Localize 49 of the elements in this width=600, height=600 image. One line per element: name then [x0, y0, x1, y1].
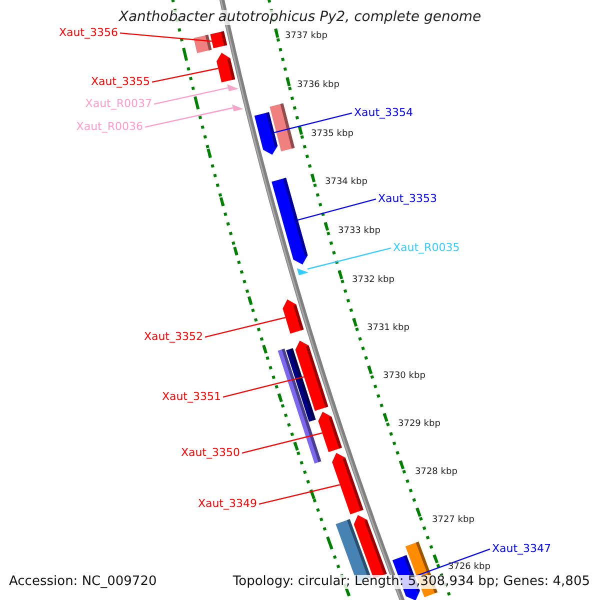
leader-line [297, 198, 376, 221]
gene-label: Xaut_3355 [90, 76, 150, 88]
leader-line [120, 32, 212, 42]
scale-label: 3733 kbp [338, 227, 380, 237]
leader-line [258, 484, 340, 505]
leader-line [144, 107, 233, 128]
genome-info-text: Topology: circular; Length: 5,308,934 bp; Genes: 4,805 [230, 575, 592, 590]
leader-line [242, 432, 322, 454]
scale-label: 3732 kbp [352, 276, 394, 286]
gene-block [296, 268, 308, 276]
gene-label: Xaut_3353 [378, 193, 438, 206]
gene-label: Xaut_3347 [492, 543, 552, 556]
accession-text: Accession: NC_009720 [7, 575, 159, 590]
scale-label: 3729 kbp [398, 420, 440, 430]
scale-label: 3737 kbp [285, 32, 328, 42]
gene-block [227, 84, 238, 92]
gene-label: Xaut_3354 [354, 107, 414, 120]
scale-label: 3734 kbp [325, 178, 368, 188]
gene-block [194, 34, 212, 54]
leader-line [152, 68, 218, 83]
gene-label: Xaut_R0035 [393, 242, 460, 254]
gene-block [210, 31, 228, 48]
leader-line [154, 87, 228, 105]
scale-label: 3730 kbp [383, 372, 426, 382]
gene-block [286, 348, 316, 422]
gene-label: Xaut_R0037 [85, 98, 152, 110]
gene-label: Xaut_3351 [162, 391, 221, 404]
gene-block [282, 299, 304, 334]
gene-label: Xaut_R0036 [76, 121, 143, 134]
leader-line [204, 316, 286, 338]
gene-block [272, 178, 308, 264]
gene-block [332, 452, 364, 514]
scale-label: 3728 kbp [415, 468, 458, 478]
scale-label: 3731 kbp [367, 324, 410, 334]
scale-label: 3727 kbp [432, 516, 474, 526]
gene-label: Xaut_3356 [58, 27, 118, 40]
leader-line [274, 112, 352, 134]
gene-block [232, 104, 244, 112]
scale-label: 3736 kbp [297, 81, 340, 91]
gene-block [318, 412, 342, 452]
scale-label: 3726 kbp [448, 563, 490, 573]
gene-block [216, 52, 236, 82]
leader-line [307, 247, 392, 270]
scale-label: 3735 kbp [311, 130, 354, 140]
gene-label: Xaut_3350 [180, 447, 240, 460]
gene-label: Xaut_3352 [144, 331, 203, 344]
gene-label: Xaut_3349 [198, 498, 257, 510]
gene-block [254, 112, 278, 155]
leader-line [222, 376, 304, 398]
